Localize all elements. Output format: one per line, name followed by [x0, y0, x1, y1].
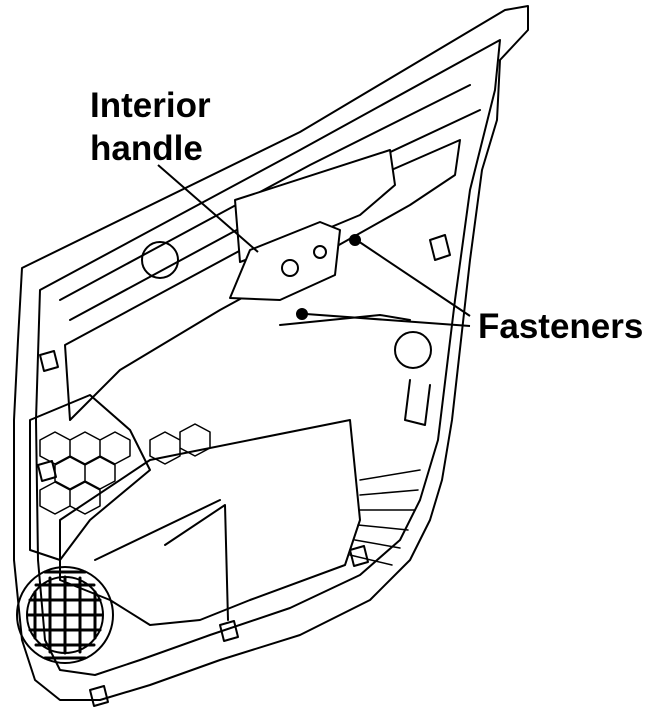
door-frame-outline: [13, 5, 529, 701]
tweeter: [141, 241, 179, 279]
speaker-grille-mesh: [26, 570, 104, 660]
regulator-rod: [279, 314, 411, 326]
clip-left-2: [37, 460, 57, 482]
upper-trim-panel: [64, 139, 461, 421]
door-frame-inner: [35, 39, 501, 676]
louver-lines: [349, 469, 421, 566]
fastener-upper: [349, 234, 361, 246]
lower-center-panel: [59, 419, 361, 626]
handle-pivot: [281, 259, 299, 277]
fastener-lower: [296, 308, 308, 320]
right-bracket-mid: [394, 331, 432, 426]
handle-leader-line: [157, 164, 259, 253]
interior-handle-label-line2: handle: [90, 129, 203, 168]
clip-left-1: [39, 350, 59, 372]
upper-cutout: [234, 149, 396, 263]
right-bracket-upper: [429, 234, 451, 261]
honeycomb-region: [29, 394, 151, 561]
fasteners-label: Fasteners: [478, 307, 644, 346]
clip-bottom-left: [89, 685, 109, 707]
handle-knob: [313, 245, 327, 259]
lower-recess: [94, 499, 229, 621]
honeycomb-cells: [39, 423, 211, 515]
interior-handle-label-line1: Interior: [90, 86, 211, 125]
right-bracket-lower: [349, 545, 369, 567]
fastener-leader-lower: [305, 313, 471, 327]
fastener-leader-upper: [357, 240, 471, 317]
speaker-ring: [16, 566, 114, 664]
clip-bottom: [219, 620, 239, 642]
